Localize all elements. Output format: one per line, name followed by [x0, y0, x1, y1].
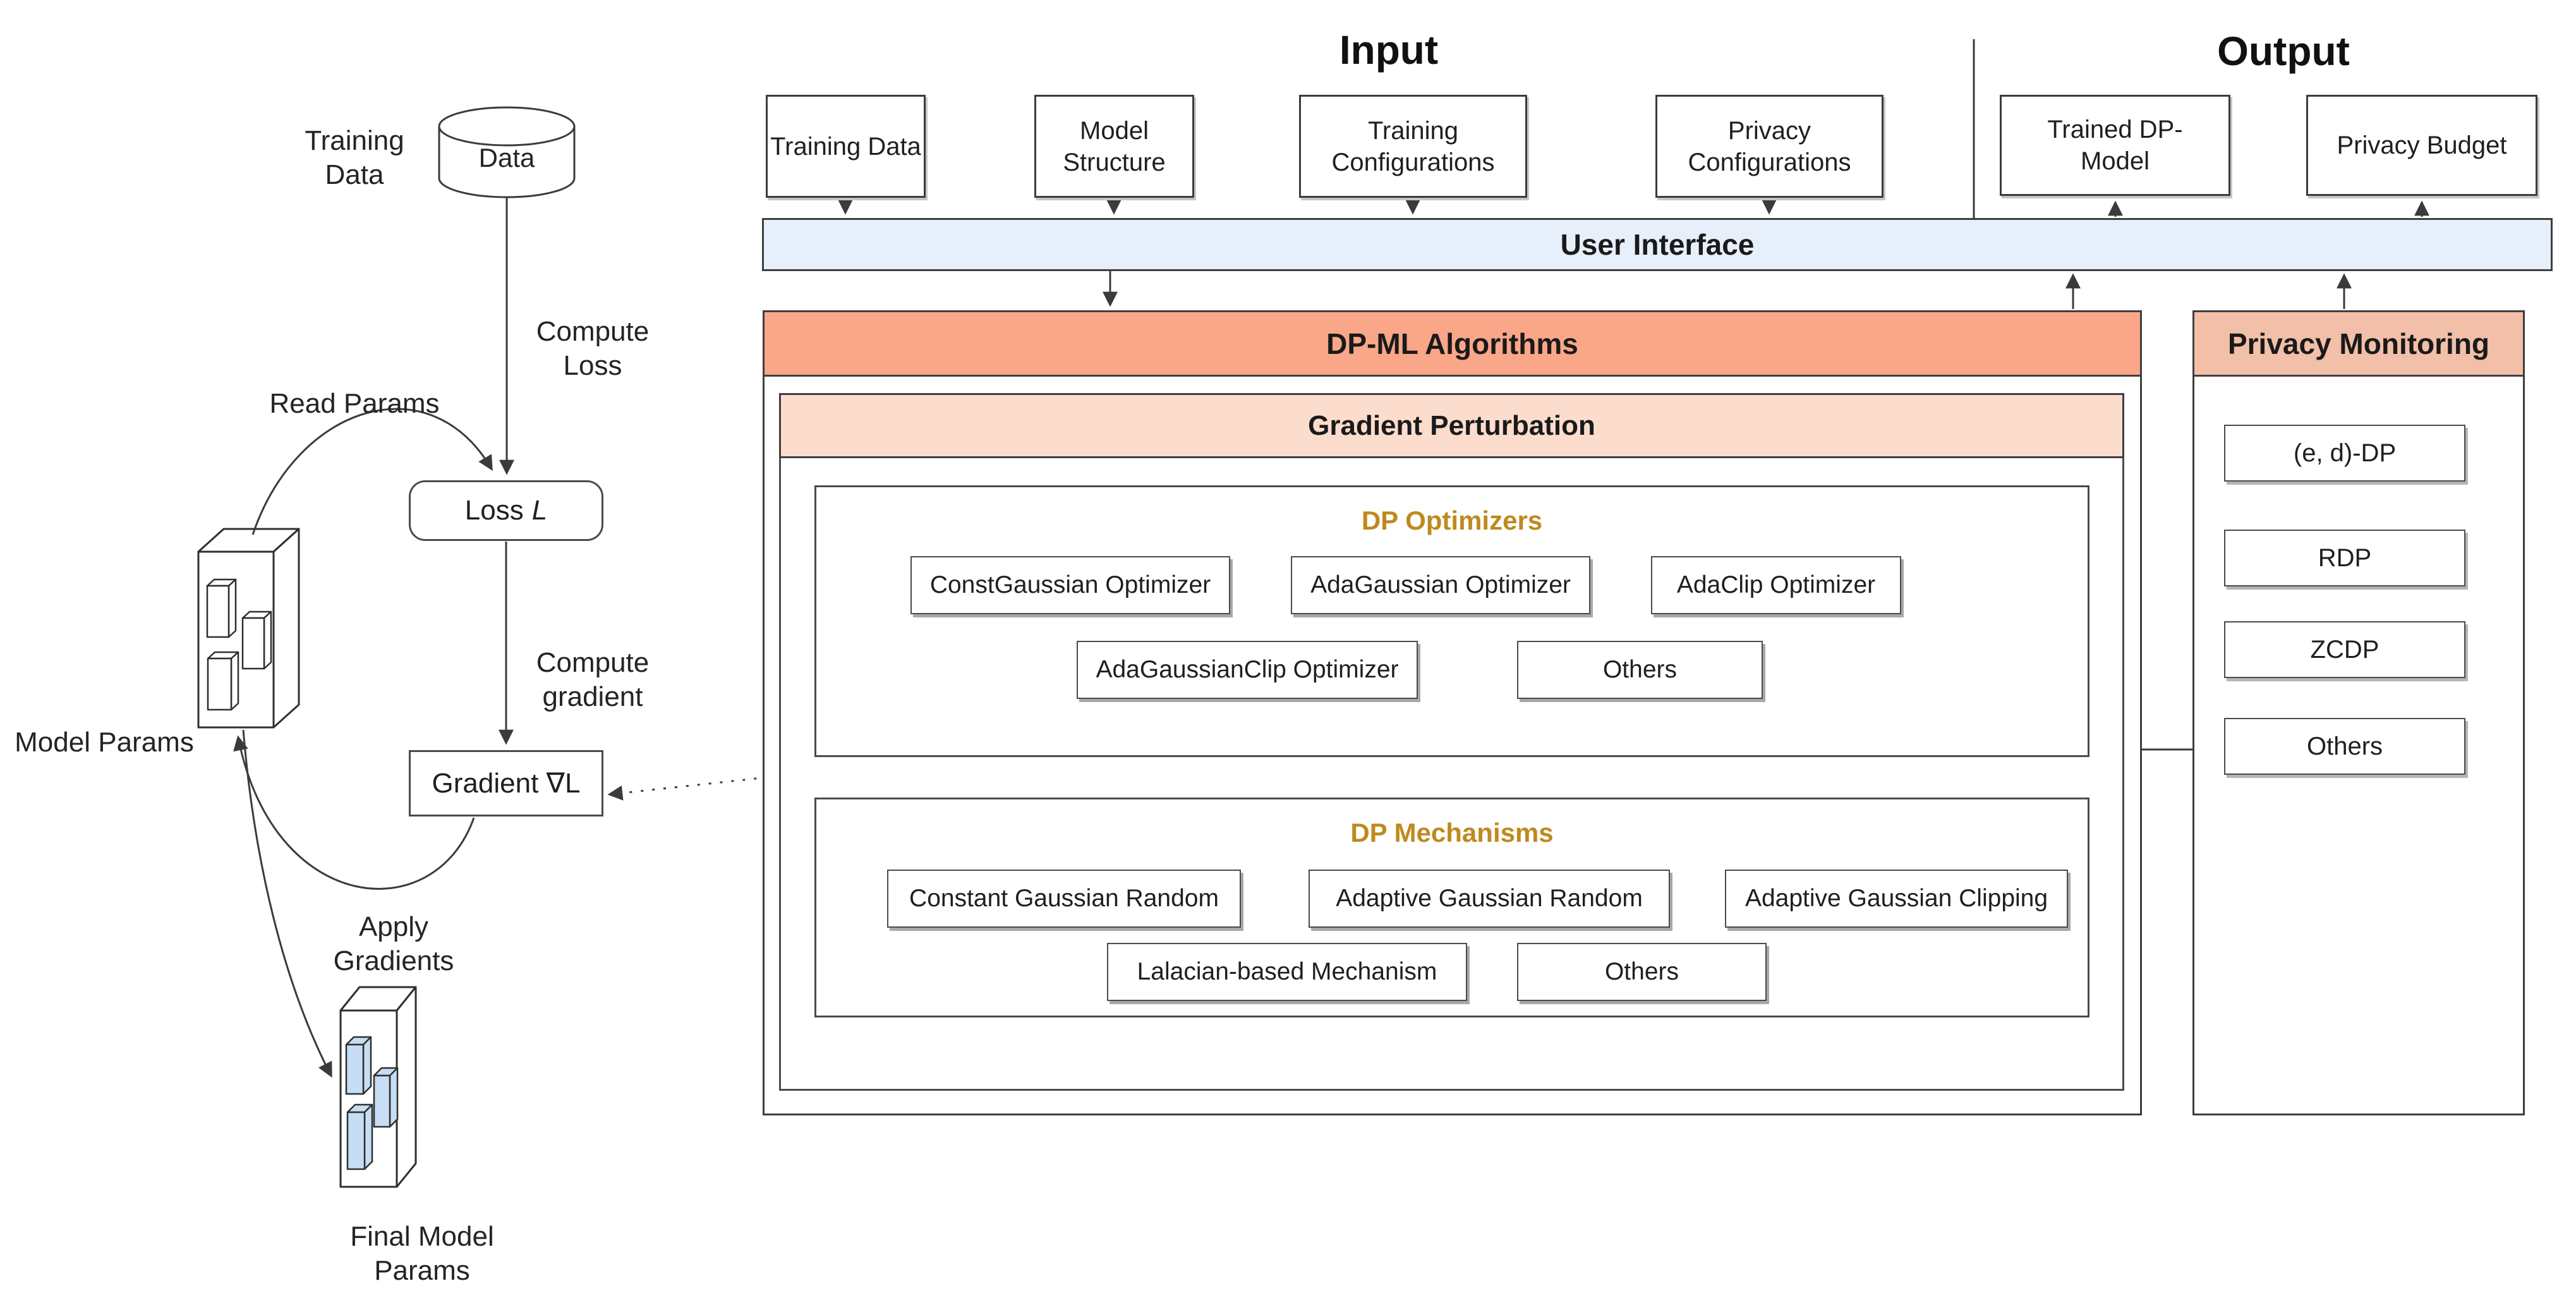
input-section-title: Input — [1339, 27, 1439, 73]
output-box-trained-dp-model-label: Trained DP-Model — [2047, 116, 2183, 175]
loss-box-symbol: L — [531, 495, 548, 526]
dp-mechanisms-title: DP Mechanisms — [1350, 818, 1554, 847]
arrow-apply-gradients-to-model — [233, 735, 475, 890]
compute-gradient-label: Compute gradient — [536, 647, 650, 712]
mechanism-box-others: Others — [1517, 943, 1767, 1001]
optimizer-box-adagaussian: AdaGaussian Optimizer — [1291, 556, 1590, 614]
arrow-dpml-to-gradient-dotted — [607, 775, 780, 801]
gradient-box: Gradient ∇L — [409, 750, 603, 816]
mechanism-box-adaptive-gaussian-clipping: Adaptive Gaussian Clipping — [1725, 870, 2068, 928]
dpml-algorithms-header: DP-ML Algorithms — [763, 310, 2142, 377]
dp-optimizers-title: DP Optimizers — [1361, 506, 1543, 535]
optimizer-box-adagaussianclip: AdaGaussianClip Optimizer — [1077, 641, 1418, 699]
privacy-item-others: Others — [2224, 718, 2465, 775]
input-box-training-data: Training Data — [766, 95, 926, 198]
arrow-read-params-curve — [251, 408, 493, 535]
training-data-cylinder-icon — [438, 106, 576, 198]
input-box-privacy-configurations: Privacy Configurations — [1655, 95, 1884, 198]
output-box-trained-dp-model: Trained DP-Model — [2000, 95, 2230, 196]
dp-optimizers-panel — [814, 485, 2089, 757]
optimizer-box-others: Others — [1517, 641, 1763, 699]
arrow-model-to-final-params — [242, 729, 332, 1078]
data-cylinder-label: Data — [478, 143, 535, 173]
input-box-model-structure: Model Structure — [1034, 95, 1194, 198]
output-section-title: Output — [2217, 28, 2350, 74]
compute-loss-label: Compute Loss — [536, 316, 650, 381]
privacy-item-zcdp: ZCDP — [2224, 621, 2465, 678]
optimizer-box-adaclip: AdaClip Optimizer — [1651, 556, 1901, 614]
privacy-item-ed-dp: (e, d)-DP — [2224, 425, 2465, 482]
privacy-item-rdp: RDP — [2224, 530, 2465, 586]
model-params-label: Model Params — [15, 727, 194, 758]
model-params-3d-icon — [197, 528, 300, 729]
optimizer-box-constgaussian: ConstGaussian Optimizer — [910, 556, 1230, 614]
input-box-training-configurations: Training Configurations — [1299, 95, 1527, 198]
mechanism-box-adaptive-gaussian-random: Adaptive Gaussian Random — [1309, 870, 1670, 928]
mechanism-box-constant-gaussian: Constant Gaussian Random — [887, 870, 1241, 928]
training-data-label: Training Data — [305, 125, 404, 190]
final-model-params-3d-icon — [339, 986, 417, 1188]
privacy-monitoring-header: Privacy Monitoring — [2192, 310, 2525, 377]
loss-box: Loss L — [409, 480, 603, 541]
output-box-privacy-budget: Privacy Budget — [2306, 95, 2537, 196]
final-model-params-label: Final Model Params — [350, 1221, 494, 1286]
mechanism-box-laplacian: Lalacian-based Mechanism — [1107, 943, 1467, 1001]
loss-box-word: Loss — [464, 495, 524, 526]
apply-gradients-label: Apply Gradients — [333, 911, 454, 976]
gradient-perturbation-header: Gradient Perturbation — [779, 393, 2124, 458]
user-interface-bar: User Interface — [762, 218, 2553, 271]
read-params-label: Read Params — [269, 388, 440, 419]
